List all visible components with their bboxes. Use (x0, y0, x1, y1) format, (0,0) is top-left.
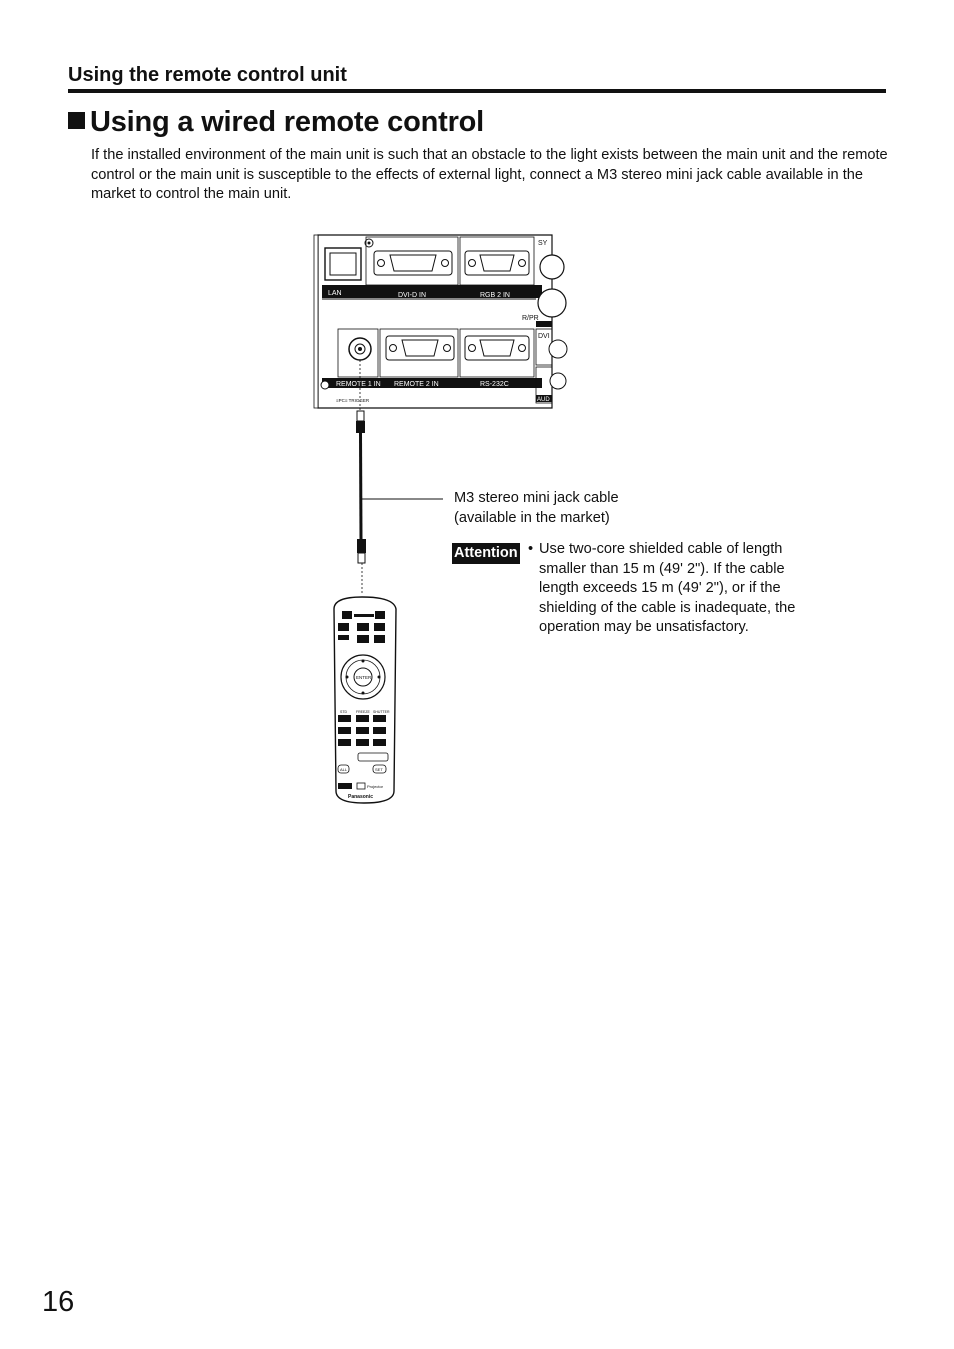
page-title: Using a wired remote control (68, 106, 484, 139)
set-label: SET (375, 767, 383, 772)
all-label: ALL (340, 767, 348, 772)
remote-control: ENTER STD FREEZE SHUTTER ALL SET Project… (333, 596, 397, 804)
lan-label: LAN (328, 290, 342, 297)
cable-label: M3 stereo mini jack cable (available in … (454, 489, 619, 528)
intro-paragraph: If the installed environment of the main… (91, 147, 888, 202)
dvid-label: DVI-D IN (398, 292, 426, 299)
enter-label: ENTER (356, 675, 372, 680)
small-label: ≡PC≡ TRIGGER (336, 398, 370, 403)
rpr-label: R/PR (522, 315, 539, 322)
square-bullet-icon (68, 112, 85, 129)
page-number: 16 (42, 1286, 75, 1318)
connection-diagram: LAN DVI-D IN RGB 2 IN SY R/PR DVI REMOTE… (313, 234, 568, 804)
freeze-label: FREEZE (356, 710, 370, 714)
section-title: Using the remote control unit (68, 64, 347, 86)
dvi-label: DVI (538, 333, 550, 340)
sy-label: SY (538, 240, 548, 247)
main-unit-panel: LAN DVI-D IN RGB 2 IN SY R/PR DVI REMOTE… (313, 234, 568, 409)
section-header: Using the remote control unit (68, 64, 886, 93)
remote1-label: REMOTE 1 IN (336, 381, 381, 388)
attention-text: Use two-core shielded cable of length sm… (539, 541, 796, 635)
cable-label-line1: M3 stereo mini jack cable (454, 490, 619, 506)
remote2-label: REMOTE 2 IN (394, 381, 439, 388)
cable-label-line2: (available in the market) (454, 509, 610, 526)
bullet-icon: • (528, 541, 534, 557)
rgb2-label: RGB 2 IN (480, 292, 510, 299)
page-title-text: Using a wired remote control (90, 106, 485, 138)
attention-badge: Attention (452, 543, 520, 564)
mini-jack-cable (356, 410, 443, 564)
aud-label: AUD (537, 397, 550, 403)
std-label: STD (340, 710, 347, 714)
attention-note: • Use two-core shielded cable of length … (528, 540, 798, 638)
rs232c-label: RS-232C (480, 381, 509, 388)
brand-label: Panasonic (348, 794, 373, 800)
projector-label: Projector (367, 784, 384, 789)
shutter-label: SHUTTER (373, 710, 390, 714)
